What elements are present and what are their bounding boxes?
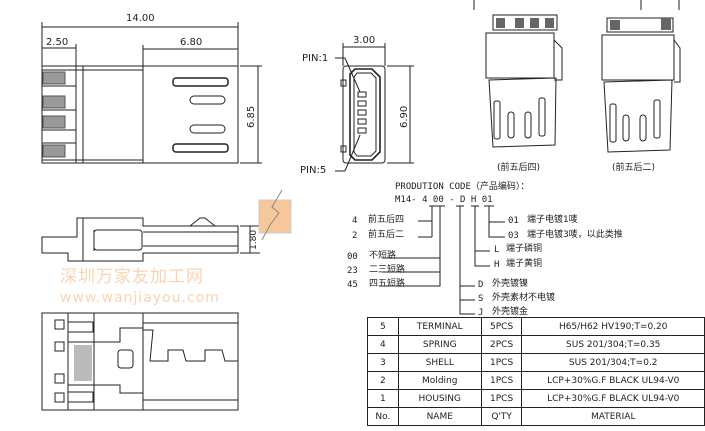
header-no: No. (367, 407, 399, 426)
cell-qty: 1PCS (480, 353, 523, 372)
option-label: 前五后二 (368, 230, 405, 240)
option-label: 外壳素材不电镀 (492, 293, 556, 303)
cell-material: H65/H62 HV190;T=0.20 (521, 317, 705, 336)
variant-caption-b: (前五后二) (612, 163, 656, 173)
bottom-view (41, 312, 239, 411)
pin-5-label: PIN:5 (300, 165, 327, 176)
dim-front-width: 3.00 (353, 35, 376, 46)
option-code: 4 (352, 216, 358, 226)
dim-front-height: 6.90 (399, 105, 410, 128)
cell-no: 2 (367, 371, 399, 390)
option-code: D (478, 280, 484, 290)
header-name: NAME (397, 407, 482, 426)
cell-name: HOUSING (397, 389, 482, 408)
option-label: 端子磷铜 (506, 244, 543, 254)
cell-material: LCP+30%G.F BLACK UL94-V0 (521, 371, 705, 390)
option-code: H (494, 260, 500, 270)
connector-3d-view-a (473, 0, 563, 148)
dim-thickness: 1.80 (249, 229, 259, 250)
dim-width-top: 6.85 (246, 105, 257, 128)
option-label: 不短路 (369, 251, 397, 261)
side-view (41, 217, 260, 262)
cell-name: SHELL (397, 353, 482, 372)
option-label: 外壳镀镍 (492, 279, 529, 289)
option-label: 二三短路 (369, 265, 406, 275)
option-code: 23 (347, 266, 358, 276)
cell-name: Molding (397, 371, 482, 390)
cell-material: SUS 201/304;T=0.2 (521, 353, 705, 372)
cell-qty: 5PCS (480, 317, 523, 336)
cell-no: 1 (367, 389, 399, 408)
cell-qty: 1PCS (480, 371, 523, 390)
option-code: 03 (508, 231, 519, 241)
option-code: 2 (352, 231, 358, 241)
dim-overall-length: 14.00 (126, 13, 155, 24)
option-code: J (478, 308, 484, 318)
production-code-title: PRODUTION CODE（产品编码）： (395, 182, 530, 192)
cell-no: 4 (367, 335, 399, 354)
option-label: 外壳镀金 (492, 307, 529, 317)
option-label: 端子电镀3唛，以此类推 (527, 230, 623, 240)
connector-3d-view-b (601, 0, 681, 153)
cell-name: TERMINAL (397, 317, 482, 336)
dim-front-length: 6.80 (180, 37, 203, 48)
watermark-url: www.wanjiayou.com (60, 290, 220, 306)
watermark-text: 深圳万家友加工网 (60, 267, 204, 287)
cell-no: 3 (367, 353, 399, 372)
cell-material: SUS 201/304;T=0.35 (521, 335, 705, 354)
production-code: M14- 4 00 - D H 01 (395, 195, 493, 205)
cell-name: SPRING (397, 335, 482, 354)
option-label: 端子黄铜 (506, 259, 543, 269)
dim-rear-length: 2.50 (46, 37, 69, 48)
option-label: 端子电镀1唛 (527, 215, 578, 225)
top-view (41, 22, 262, 164)
option-code: 45 (347, 280, 358, 290)
cell-qty: 2PCS (480, 335, 523, 354)
option-label: 前五后四 (368, 215, 405, 225)
pin-1-label: PIN:1 (302, 53, 329, 64)
header-material: MATERIAL (521, 407, 705, 426)
option-label: 四五短路 (369, 279, 406, 289)
option-code: 00 (347, 252, 358, 262)
cell-no: 5 (367, 317, 399, 336)
option-code: 01 (508, 216, 519, 226)
front-view (335, 43, 414, 172)
option-code: L (494, 245, 500, 255)
header-qty: Q'TY (480, 407, 523, 426)
variant-caption-a: (前五后四) (497, 163, 541, 173)
cell-qty: 1PCS (480, 389, 523, 408)
watermark-logo (258, 189, 292, 241)
code-callout-lines (379, 205, 505, 315)
cell-material: LCP+30%G.F BLACK UL94-V0 (521, 389, 705, 408)
option-code: S (478, 294, 484, 304)
